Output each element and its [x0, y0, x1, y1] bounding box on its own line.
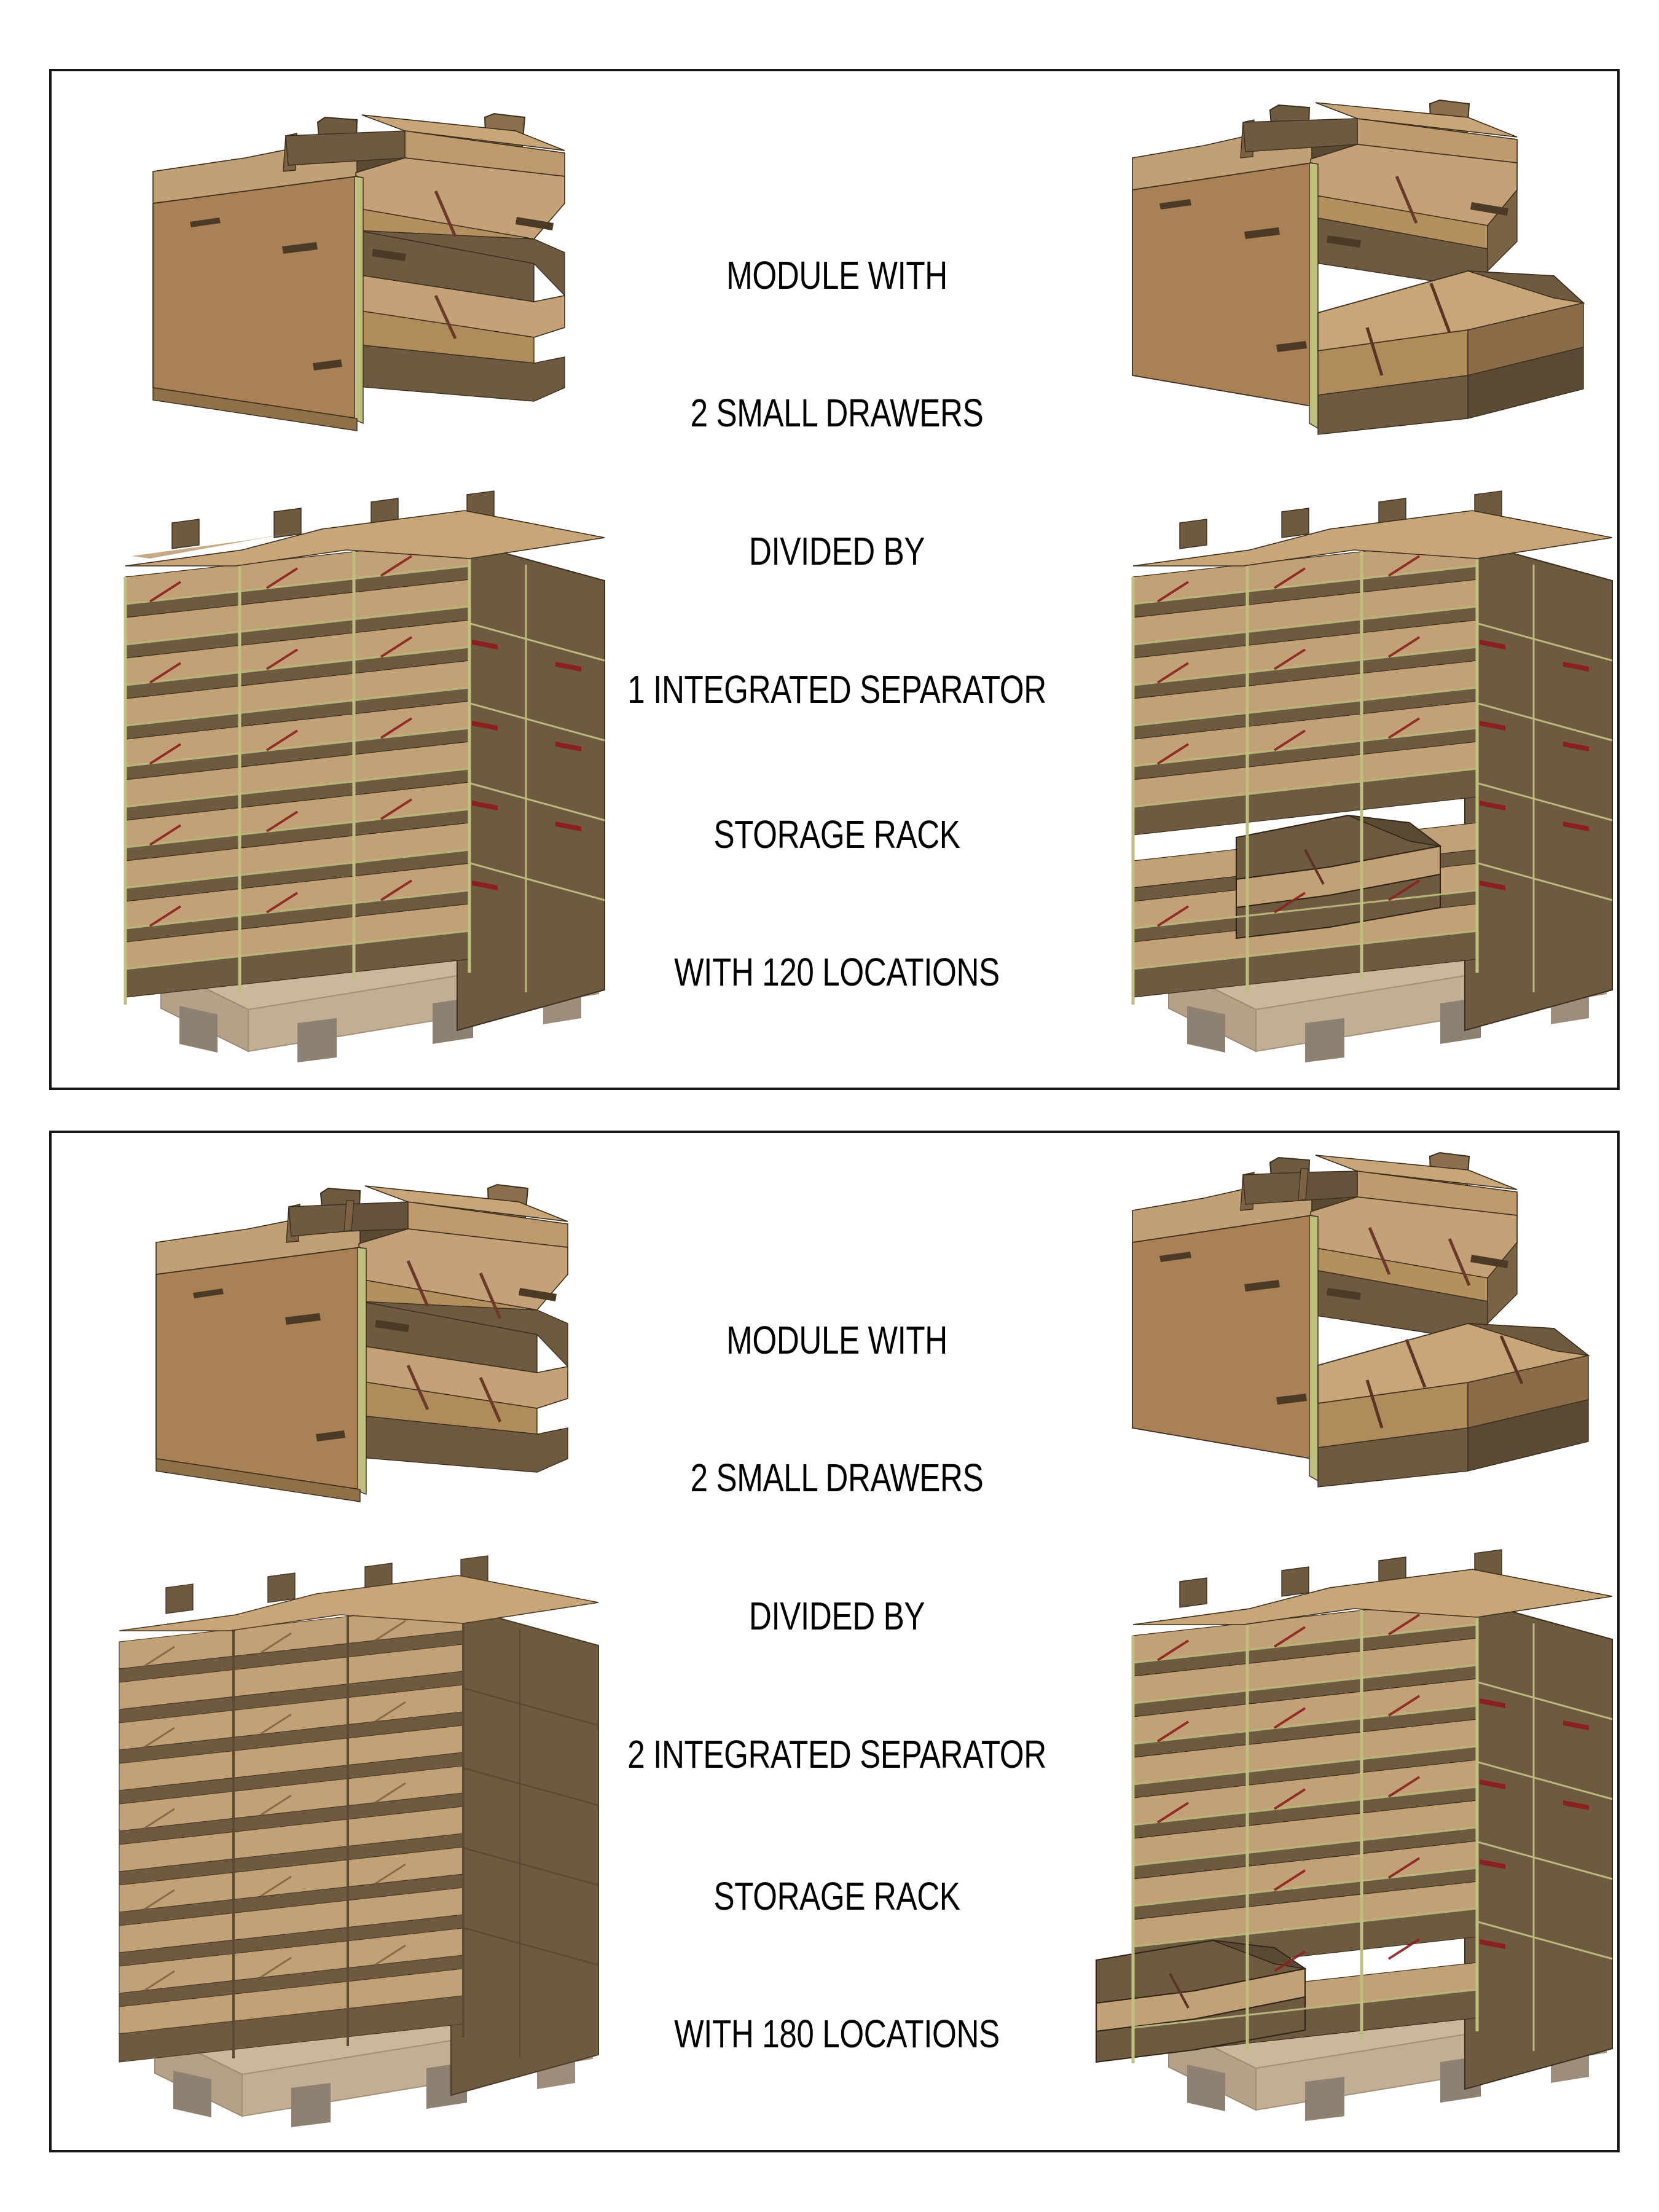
- caption-line: 1 INTEGRATED SEPARATOR: [627, 667, 1046, 712]
- caption-line: STORAGE RACK: [713, 812, 960, 857]
- figure-module-closed-2sep: [144, 1170, 586, 1520]
- caption-rack-180: STORAGE RACK WITH 180 LOCATIONS: [591, 1781, 1083, 2149]
- caption-line: WITH 120 LOCATIONS: [674, 950, 1000, 995]
- caption-rack-120: STORAGE RACK WITH 120 LOCATIONS: [591, 720, 1083, 1088]
- caption-line: 2 SMALL DRAWERS: [690, 391, 984, 436]
- rack-front-rows: [125, 538, 470, 998]
- caption-line: 2 INTEGRATED SEPARATOR: [627, 1732, 1046, 1776]
- caption-line: MODULE WITH: [726, 1317, 947, 1362]
- figure-rack-open-120: [1121, 486, 1631, 1076]
- figure-rack-closed-180: [107, 1551, 617, 2147]
- caption-line: WITH 180 LOCATIONS: [674, 2012, 1000, 2057]
- caption-line: DIVIDED BY: [748, 529, 925, 573]
- caption-module-2-separators: MODULE WITH 2 SMALL DRAWERS DIVIDED BY 2…: [591, 1225, 1083, 1869]
- caption-line: MODULE WITH: [726, 253, 947, 297]
- rack-extended-drawer: [1096, 1939, 1307, 2063]
- figure-module-open-1sep: [1124, 87, 1591, 455]
- figure-module-closed-1sep: [141, 99, 571, 443]
- rack-front-rows: [119, 1603, 464, 2063]
- caption-line: STORAGE RACK: [713, 1873, 960, 1918]
- panel-module-2-separators: MODULE WITH 2 SMALL DRAWERS DIVIDED BY 2…: [49, 1131, 1620, 2152]
- panel-module-1-separator: MODULE WITH 2 SMALL DRAWERS DIVIDED BY 1…: [49, 69, 1620, 1090]
- figure-module-open-2sep: [1124, 1139, 1603, 1520]
- figure-rack-open-180: [1096, 1545, 1637, 2147]
- figure-rack-closed-120: [113, 486, 617, 1076]
- caption-line: DIVIDED BY: [748, 1594, 925, 1638]
- caption-line: 2 SMALL DRAWERS: [690, 1456, 984, 1500]
- caption-module-1-separator: MODULE WITH 2 SMALL DRAWERS DIVIDED BY 1…: [591, 160, 1083, 804]
